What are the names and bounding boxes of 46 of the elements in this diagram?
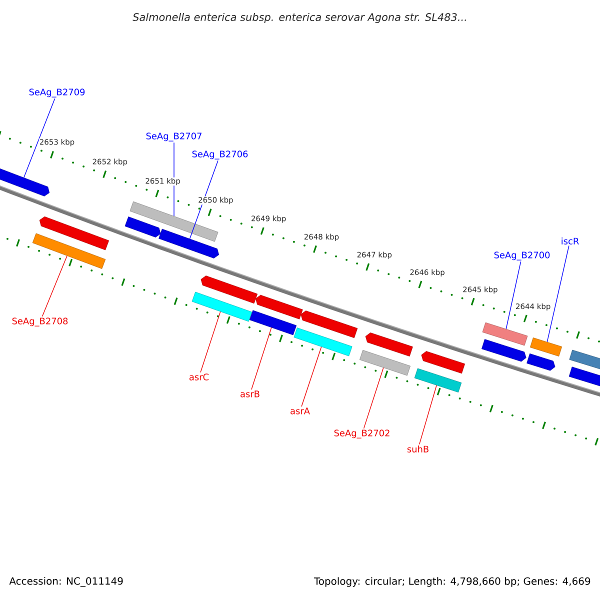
gene-block	[39, 216, 110, 250]
gene-block	[482, 339, 526, 362]
leader-line	[363, 367, 384, 429]
gene-label: asrA	[290, 408, 310, 414]
gene-block	[158, 228, 220, 258]
gene-label: asrC	[189, 374, 209, 380]
leader-line	[546, 245, 570, 342]
gene-label: SeAg_B2700	[494, 252, 550, 260]
gene-block	[568, 366, 600, 388]
gene-block	[124, 216, 161, 238]
gene-block	[192, 292, 252, 322]
gene-label: SeAg_B2706	[192, 150, 248, 160]
footer-text: Accession: NC_011149	[9, 577, 123, 587]
gene-label: SeAg_B2709	[29, 88, 85, 98]
gene-block	[482, 322, 528, 346]
gene-label: SeAg_B2708	[12, 318, 68, 326]
gene-block	[569, 350, 600, 372]
gene-block	[365, 332, 413, 356]
gene-block	[0, 168, 50, 196]
gene-block	[294, 328, 352, 356]
gene-label: suhB	[407, 446, 428, 452]
gene-block	[360, 350, 410, 376]
gene-block	[421, 351, 465, 374]
leader-line	[189, 160, 218, 240]
gene-block	[414, 368, 462, 392]
leader-line	[419, 385, 437, 445]
leader-line	[251, 327, 272, 390]
leader-line	[200, 311, 221, 373]
leader-line	[24, 98, 56, 178]
gene-block	[255, 294, 303, 320]
gene-label: asrB	[240, 390, 260, 398]
leader-line	[506, 261, 522, 330]
gene-label: SeAg_B2702	[334, 430, 390, 438]
gene-block	[130, 201, 218, 242]
gene-label: iscR	[562, 238, 579, 244]
title: Salmonella enterica subsp. enterica serovar Agona str. SL483...	[132, 12, 466, 24]
gene-block	[32, 233, 106, 269]
gene-block	[526, 353, 556, 371]
leader-line	[42, 256, 68, 317]
gene-block	[300, 310, 358, 338]
gene-block	[249, 310, 297, 336]
gene-label: SeAg_B2707	[146, 132, 202, 142]
gene-block	[200, 276, 258, 304]
footer-text: Topology: circular; Length: 4,798,660 bp; Genes: 4,669	[314, 577, 590, 587]
leader-line	[301, 346, 322, 407]
gene-block	[530, 338, 562, 356]
